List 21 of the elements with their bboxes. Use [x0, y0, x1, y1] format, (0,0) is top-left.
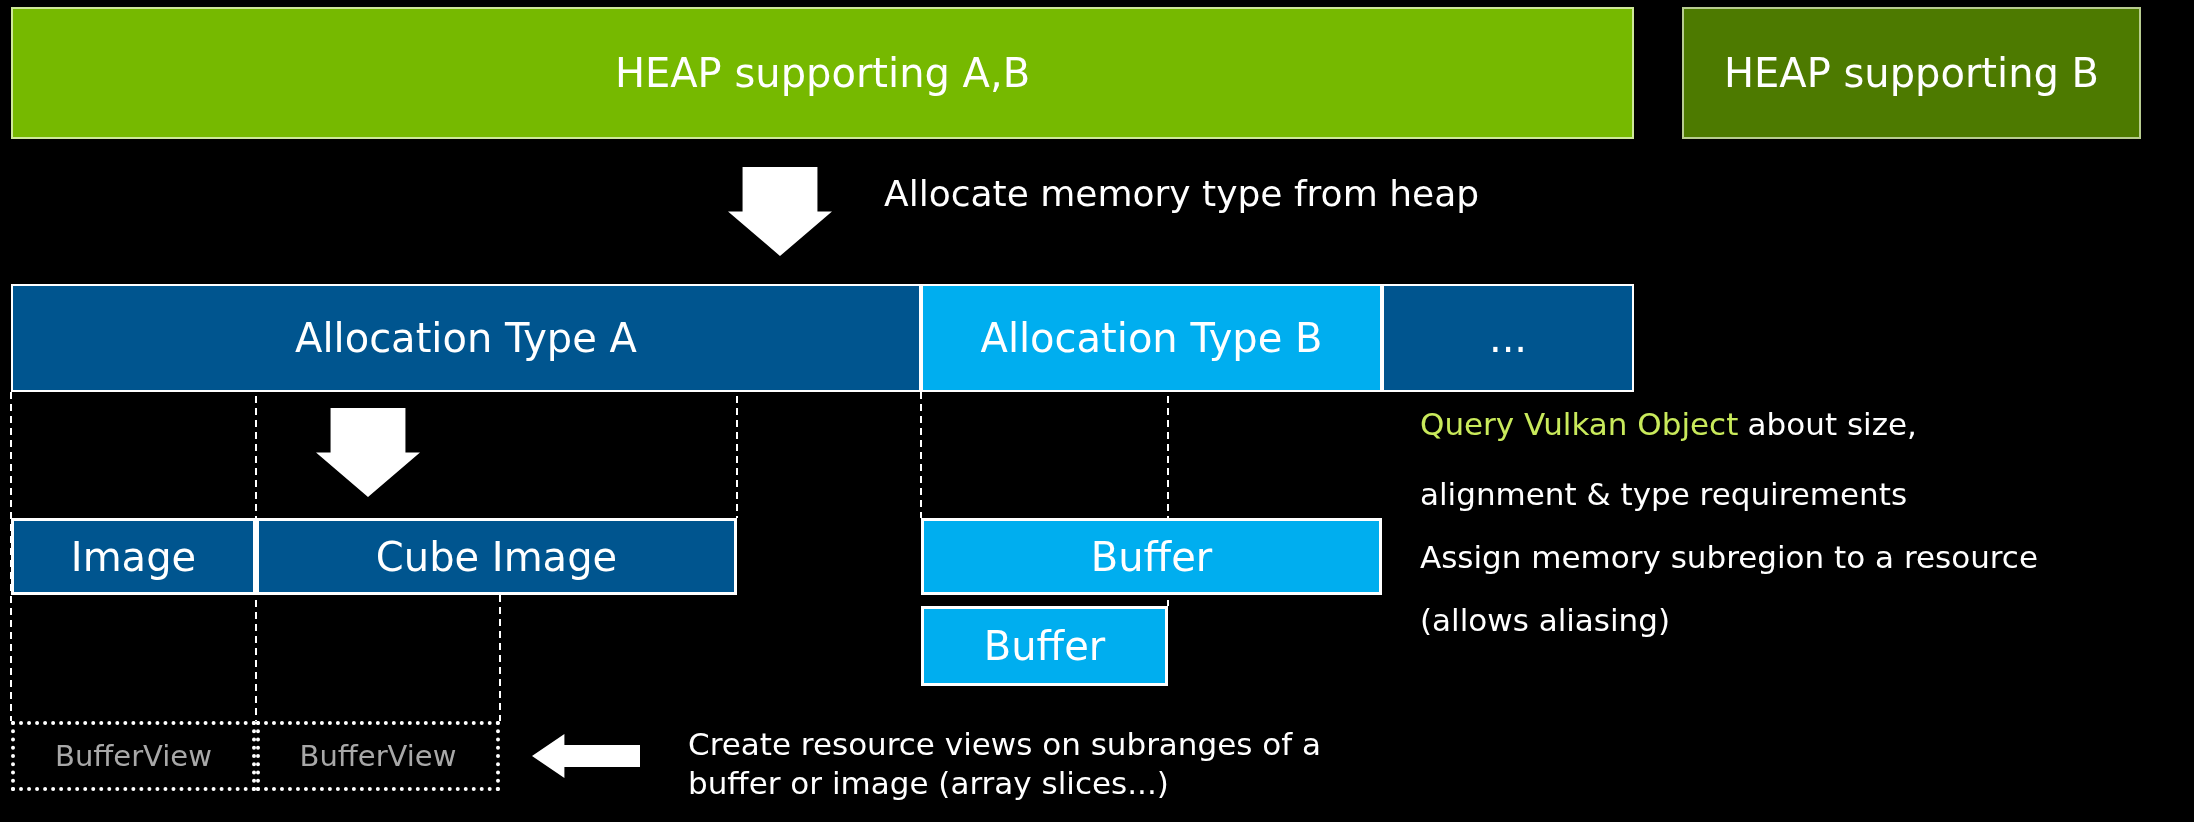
resource-block: Cube Image [256, 518, 737, 595]
heap-bar: HEAP supporting A,B [11, 7, 1634, 139]
resource-block: Buffer [921, 518, 1382, 595]
note-text: (allows aliasing) [1420, 602, 1671, 638]
description-text: Create resource views on subranges of a buffer or image (array slices...) [688, 725, 1322, 803]
note-text: alignment & type requirements [1420, 476, 1908, 512]
view-block: BufferView [256, 721, 500, 791]
resource-block: Image [11, 518, 256, 595]
heap-bar: HEAP supporting B [1682, 7, 2141, 139]
note-text: about size, [1747, 406, 1917, 442]
highlighted-text: Query Vulkan Object [1420, 406, 1739, 442]
block-arrow [316, 408, 420, 497]
allocation-segment: Allocation Type A [11, 284, 921, 392]
resource-block: Buffer [921, 606, 1168, 686]
note-text: Assign memory subregion to a resource [1420, 539, 2038, 575]
block-arrow [728, 167, 832, 256]
view-block: BufferView [11, 721, 256, 791]
allocation-segment: Allocation Type B [921, 284, 1382, 392]
edge-label: Allocate memory type from heap [884, 173, 1480, 214]
block-arrow [532, 734, 640, 778]
allocation-segment: ... [1382, 284, 1634, 392]
